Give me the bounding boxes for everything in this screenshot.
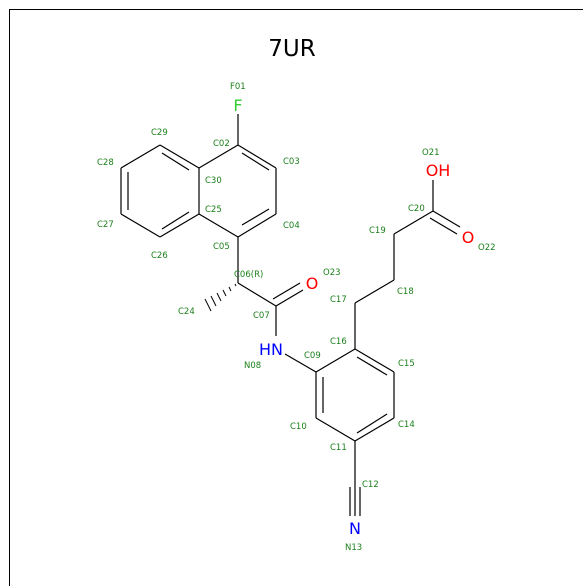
label-C12: C12: [362, 480, 379, 490]
label-C10: C10: [290, 422, 307, 432]
label-C04: C04: [283, 221, 300, 231]
atom-fluorine: F: [233, 96, 242, 115]
label-C24: C24: [178, 307, 195, 317]
atom-oxygen-acid: O: [462, 228, 475, 247]
atom-nitrogen-nitrile: N: [349, 519, 361, 538]
label-C05: C05: [213, 242, 230, 252]
label-C03: C03: [283, 157, 300, 167]
label-C06: C06(R): [234, 270, 263, 280]
label-N08: N08: [244, 361, 261, 371]
atom-oxygen-amide: O: [306, 274, 319, 293]
label-O21: O21: [422, 148, 440, 158]
label-C15: C15: [398, 359, 415, 369]
label-C17: C17: [330, 295, 347, 305]
label-C25: C25: [205, 205, 222, 215]
molecule-title: 7UR: [268, 36, 315, 62]
label-C14: C14: [398, 420, 415, 430]
stereo-hash-bond: [204, 283, 237, 312]
viewer-frame: [9, 9, 583, 586]
label-O23: O23: [323, 268, 341, 278]
label-C27: C27: [97, 220, 114, 230]
label-C26: C26: [151, 251, 168, 261]
label-C29: C29: [151, 128, 168, 138]
label-C18: C18: [397, 287, 414, 297]
atom-hydroxyl: OH: [426, 161, 451, 180]
label-C20: C20: [408, 204, 425, 214]
label-C19: C19: [369, 226, 386, 236]
atom-labels: F01 C02 C03 C04 C05 C06(R) C07 N08 C09 C…: [97, 82, 496, 553]
label-O22: O22: [478, 243, 496, 253]
label-N13: N13: [345, 543, 362, 553]
label-C16: C16: [330, 337, 347, 347]
label-F01: F01: [230, 82, 246, 92]
label-C11: C11: [330, 443, 347, 453]
label-C07: C07: [253, 311, 270, 321]
label-C30: C30: [205, 176, 222, 186]
label-C02: C02: [213, 139, 230, 149]
atom-amine: HN: [259, 340, 283, 359]
bonds: [120, 114, 461, 516]
label-C28: C28: [97, 158, 114, 168]
label-C09: C09: [304, 351, 321, 361]
